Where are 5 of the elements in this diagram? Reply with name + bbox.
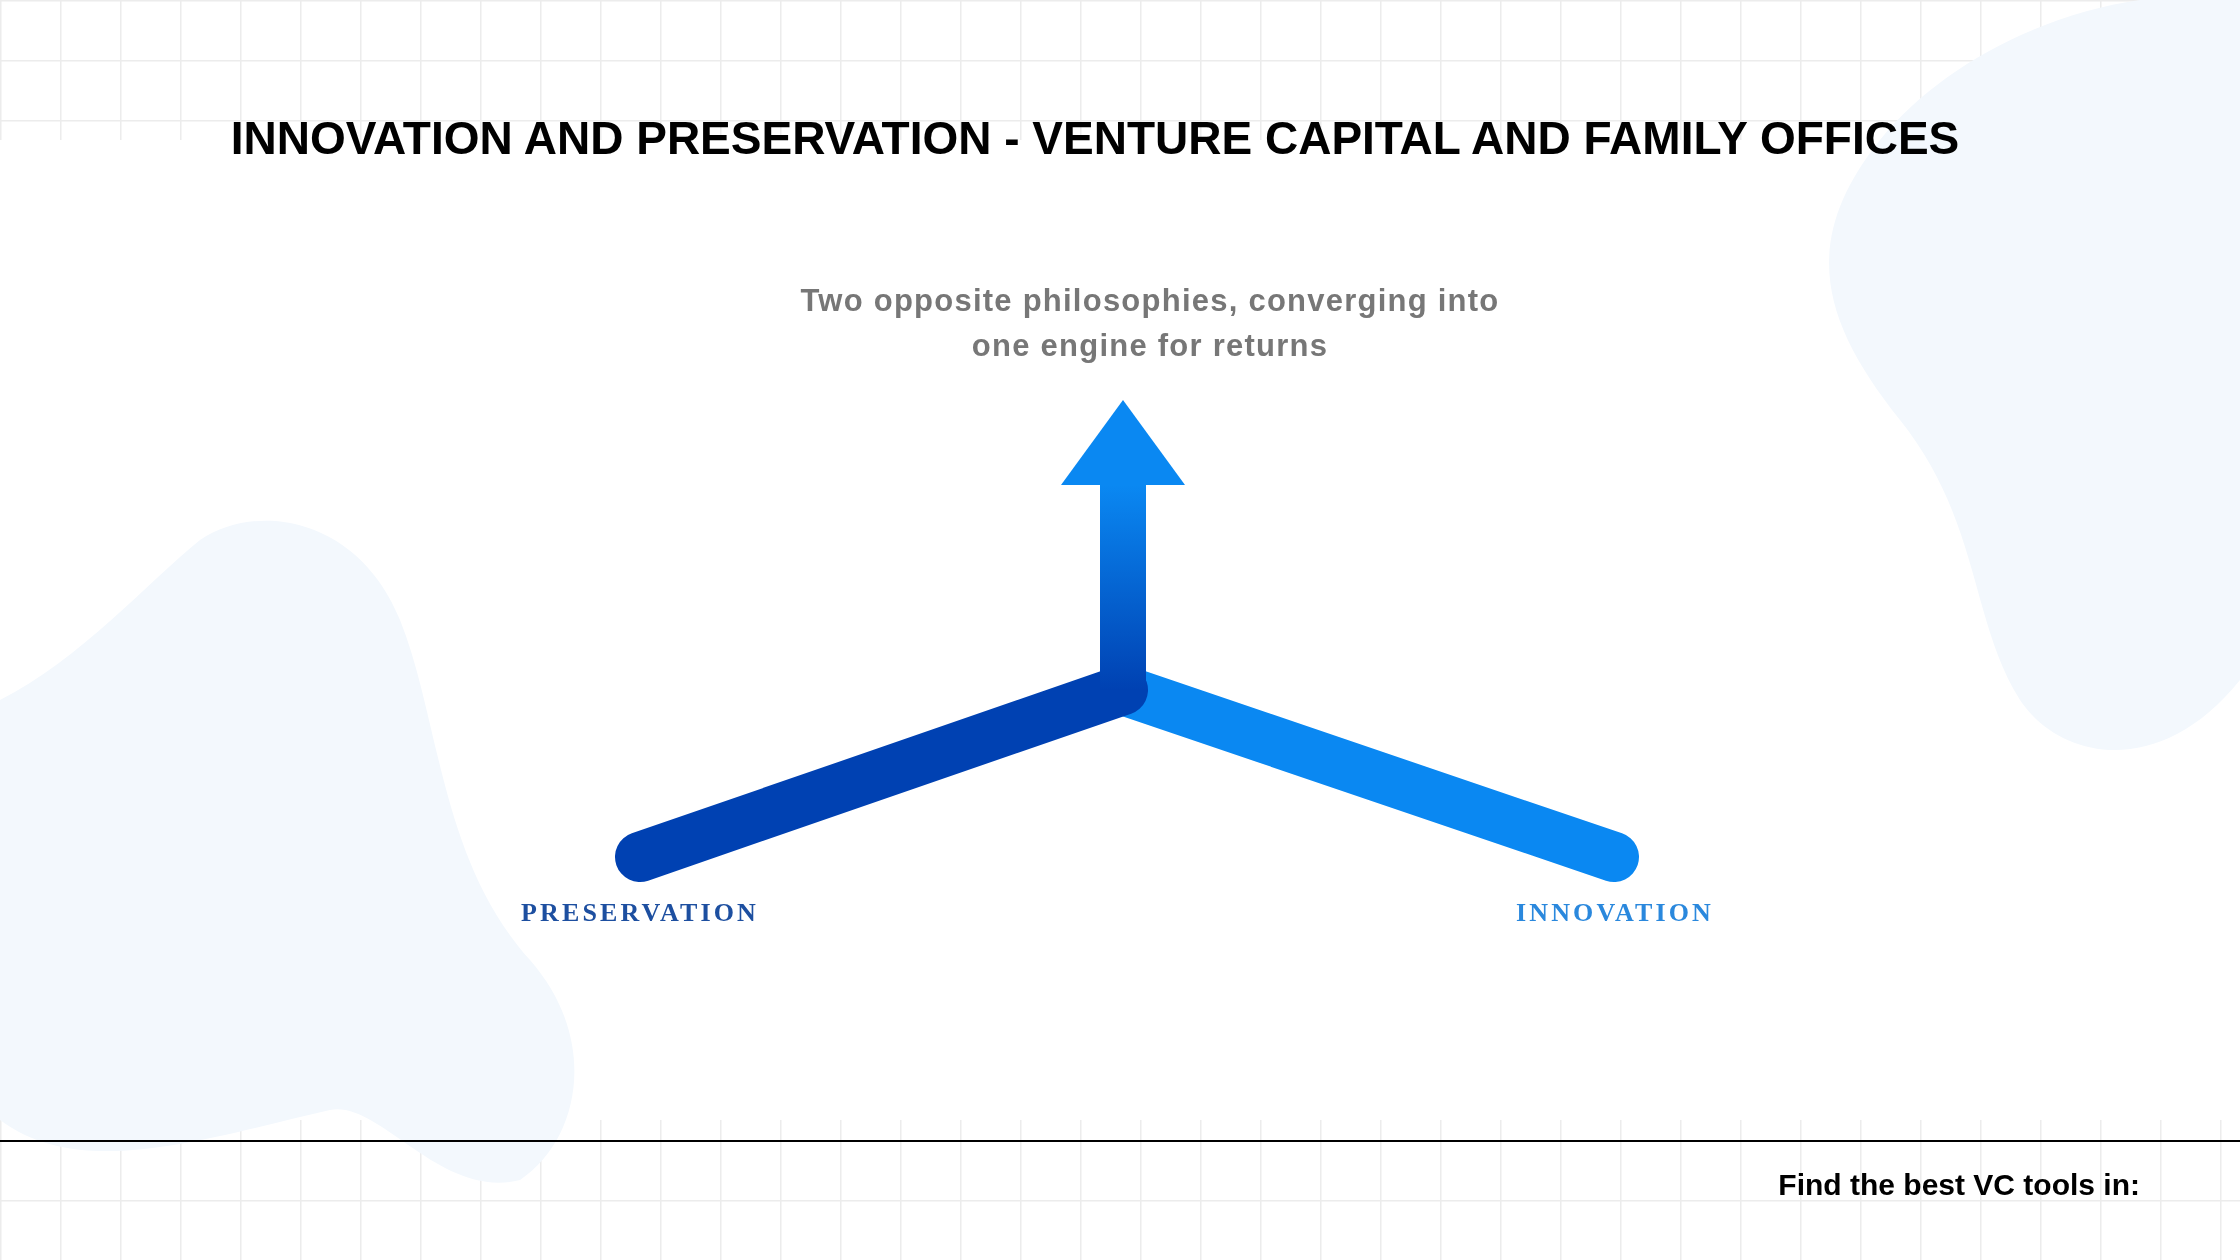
text-label: Two opposite philosophies, converging into one engine for returns (780, 278, 1520, 368)
title: INNOVATION AND PRESERVATION - VENTURE CAPITAL AND FAMILY OFFICES (229, 111, 1961, 166)
text-label: PRESERVATION (500, 893, 780, 932)
text-label: INNOVATION (1470, 893, 1760, 932)
footer-note: Find the best VC tools in: (1778, 1167, 2140, 1203)
